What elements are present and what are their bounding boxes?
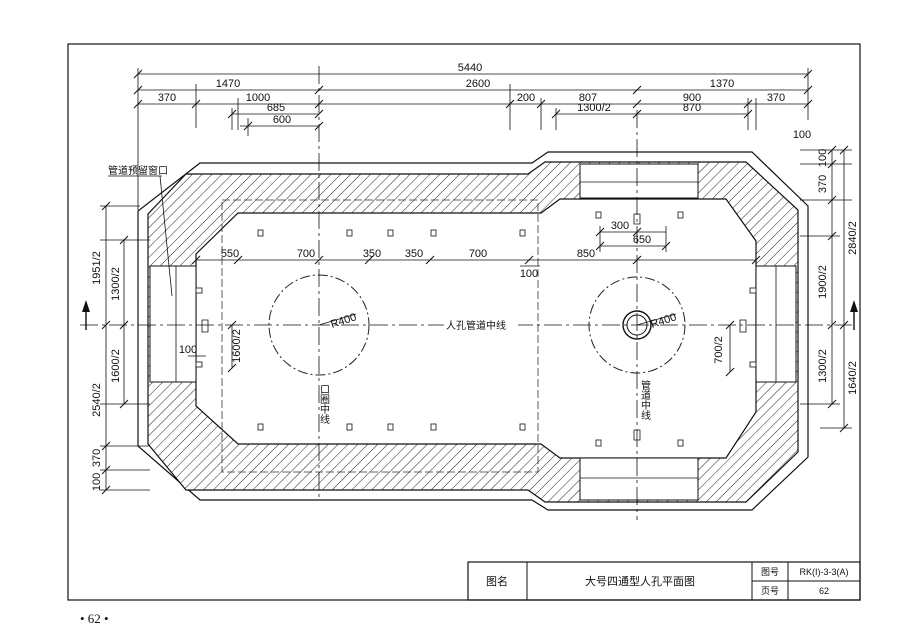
dim-700-b: 700 [469, 248, 487, 260]
dim-700-a: 700 [297, 248, 315, 260]
dim-left-segment: 1470 [216, 78, 240, 90]
dim-300: 300 [611, 220, 629, 232]
dim-900: 900 [683, 92, 701, 104]
section-arrow-left [82, 300, 90, 330]
dim-right-segment: 1370 [710, 78, 734, 90]
dim-200: 200 [517, 92, 535, 104]
label-left-vertical: 口圈中线 [318, 384, 330, 424]
dim-700-2: 700/2 [713, 336, 725, 364]
radius-right: R400 [649, 311, 678, 331]
label-pipe-window: 管道预留窗口 [108, 164, 168, 177]
dim-100-top-right: 100 [793, 129, 811, 141]
dim-850: 850 [577, 248, 595, 260]
manhole-ring-right [622, 310, 652, 340]
dim-350-a: 350 [363, 248, 381, 260]
page-number: • 62 • [80, 611, 109, 626]
dim-870: 870 [683, 102, 701, 114]
dim-1640-2: 1640/2 [847, 361, 859, 395]
dim-1000: 1000 [246, 92, 270, 104]
dim-1300-2-top: 1300/2 [577, 102, 611, 114]
title-block-page-no: 62 [819, 586, 829, 596]
title-block-title: 大号四通型人孔平面图 [585, 574, 695, 588]
dim-370-left-side: 370 [91, 449, 103, 467]
pipe-window-bottom [579, 457, 699, 501]
dim-2540-2: 2540/2 [91, 383, 103, 417]
pipe-window-top [579, 163, 699, 199]
dim-550: 550 [221, 248, 239, 260]
dim-650: 650 [633, 234, 651, 246]
label-right-vertical: 管道中线 [639, 379, 651, 420]
dim-370-left: 370 [158, 92, 176, 104]
wall-brackets [195, 211, 757, 447]
dim-middle-segment: 2600 [466, 78, 490, 90]
dim-100-left-inner: 100 [179, 344, 197, 356]
drawing-frame [67, 43, 861, 601]
dim-600: 600 [273, 114, 291, 126]
dim-1300-2-right: 1300/2 [817, 349, 829, 383]
dim-1951-2: 1951/2 [91, 251, 103, 285]
title-block-name-label: 图名 [486, 574, 508, 588]
dim-100-right-side: 100 [817, 149, 829, 167]
dim-350-b: 350 [405, 248, 423, 260]
manhole-wall [147, 161, 799, 503]
dim-685: 685 [267, 102, 285, 114]
dim-370-right: 370 [767, 92, 785, 104]
dim-1900-2: 1900/2 [817, 265, 829, 299]
dim-1300-2-left: 1300/2 [110, 267, 122, 301]
dim-total-width: 5440 [458, 62, 482, 74]
dim-100-inner: 100 [520, 268, 538, 280]
dim-807: 807 [579, 92, 597, 104]
section-arrow-right [850, 300, 858, 330]
cover-outline-dashed [221, 199, 539, 473]
dim-1600-2-left: 1600/2 [110, 349, 122, 383]
dim-100-left-side: 100 [91, 473, 103, 491]
dim-2840-2: 2840/2 [847, 221, 859, 255]
title-block-page-label: 页号 [761, 586, 779, 596]
label-centerline: 人孔管道中线 [446, 319, 506, 332]
dim-370-right-side: 370 [817, 175, 829, 193]
title-block-drawing-no-label: 图号 [761, 567, 779, 577]
title-block-drawing-no: RK(I)-3-3(A) [800, 567, 849, 577]
radius-left: R400 [329, 311, 358, 331]
dim-1600-2-inner: 1600/2 [231, 329, 243, 363]
pipe-window-left [149, 265, 197, 383]
title-block [467, 561, 861, 601]
